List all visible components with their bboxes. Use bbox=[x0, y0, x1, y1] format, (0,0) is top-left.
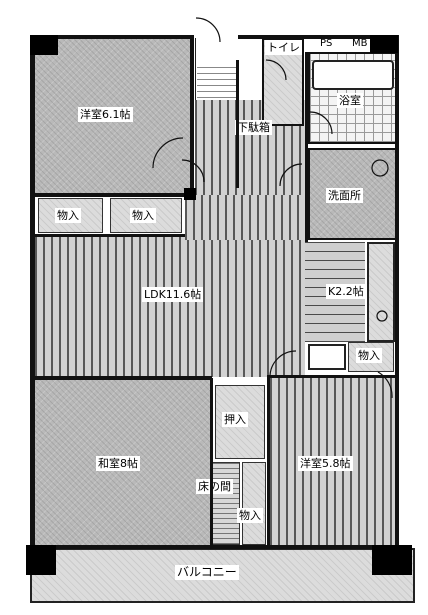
bathtub bbox=[312, 60, 394, 90]
tokonoma-label: 床の間 bbox=[196, 479, 233, 494]
wall-south bbox=[30, 545, 399, 549]
pillar-se bbox=[372, 545, 412, 575]
western-room-1 bbox=[35, 38, 190, 193]
ldk-upper bbox=[185, 195, 305, 240]
wall-wr1-south bbox=[30, 193, 190, 197]
ldk-label: LDK11.6帖 bbox=[142, 287, 204, 302]
western-room-2-label: 洋室5.8帖 bbox=[298, 456, 353, 471]
toilet-label: トイレ bbox=[265, 40, 302, 55]
wall-wr1-east bbox=[190, 35, 194, 195]
wall-jr-east bbox=[210, 378, 213, 548]
storage-4-area bbox=[242, 462, 266, 545]
storage-3-area bbox=[348, 342, 394, 372]
ps-label: PS bbox=[318, 36, 335, 51]
pillar-ne bbox=[370, 35, 398, 53]
bathroom-label: 浴室 bbox=[337, 93, 363, 108]
balcony-label: バルコニー bbox=[175, 565, 239, 580]
kitchen-counter bbox=[367, 242, 395, 342]
western-room-1-label: 洋室6.1帖 bbox=[78, 107, 133, 122]
wall-ldk-south bbox=[30, 376, 212, 380]
wall-hall bbox=[236, 60, 239, 188]
entrance-step bbox=[197, 62, 237, 98]
shoe-box-label: 下駄箱 bbox=[235, 120, 272, 135]
japanese-room-label: 和室8帖 bbox=[96, 456, 140, 471]
wall-wr2-north bbox=[267, 375, 397, 378]
storage-3-label: 物入 bbox=[356, 348, 382, 363]
wall-storage-south bbox=[30, 234, 185, 237]
wall-east bbox=[395, 35, 399, 550]
pillar-mid bbox=[184, 188, 196, 200]
entrance-door-arc bbox=[195, 17, 221, 43]
storage-2-label: 物入 bbox=[130, 208, 156, 223]
closet-label: 押入 bbox=[222, 412, 248, 427]
wall-north-2 bbox=[238, 35, 398, 39]
washroom-area bbox=[308, 148, 398, 240]
fridge-space bbox=[308, 344, 346, 370]
wall-bath-west bbox=[305, 52, 308, 242]
washroom-label: 洗面所 bbox=[326, 188, 363, 203]
storage-4-label: 物入 bbox=[237, 508, 263, 523]
wr1-door-arc bbox=[152, 137, 184, 169]
wall-wr2-west bbox=[267, 378, 270, 548]
kitchen-label: K2.2帖 bbox=[326, 284, 366, 299]
ldk-area bbox=[35, 237, 305, 377]
tokonoma-area bbox=[212, 462, 240, 545]
pillar-nw bbox=[30, 35, 58, 55]
pillar-sw bbox=[26, 545, 56, 575]
wall-north-1 bbox=[30, 35, 192, 39]
mb-label: MB bbox=[350, 36, 370, 51]
wall-west bbox=[30, 35, 35, 550]
storage-1-label: 物入 bbox=[55, 208, 81, 223]
